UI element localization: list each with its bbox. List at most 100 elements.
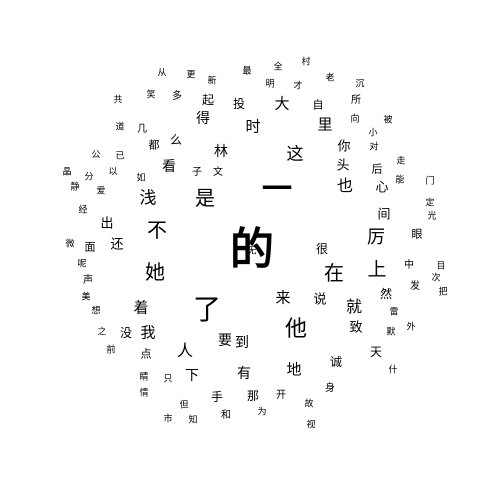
cloud-word: 视	[306, 420, 316, 431]
cloud-word: 了	[192, 293, 222, 326]
cloud-word: 后	[371, 162, 383, 176]
cloud-word: 想	[91, 306, 101, 317]
cloud-word: 厉	[367, 227, 385, 248]
cloud-word: 不	[147, 218, 167, 242]
cloud-word: 最	[242, 66, 252, 77]
cloud-word: 身	[325, 383, 335, 394]
cloud-word: 都	[148, 138, 160, 152]
cloud-word: 已	[115, 151, 125, 162]
cloud-word: 静	[70, 182, 80, 193]
cloud-word: 他	[284, 317, 308, 342]
cloud-word: 所	[351, 95, 361, 106]
cloud-word: 被	[383, 115, 393, 126]
cloud-word: 光	[427, 211, 437, 222]
cloud-word: 能	[395, 175, 405, 186]
cloud-word: 来	[275, 288, 291, 307]
cloud-word: 文	[213, 167, 223, 178]
cloud-word: 分	[84, 172, 94, 183]
cloud-word: 晶	[62, 167, 72, 178]
cloud-word: 多	[172, 91, 182, 102]
cloud-word: 如	[136, 173, 146, 184]
cloud-word: 要	[218, 333, 232, 349]
cloud-word: 老	[325, 73, 335, 84]
cloud-word: 村	[301, 57, 311, 68]
cloud-word: 雷	[389, 307, 399, 318]
cloud-word: 新	[207, 76, 217, 87]
cloud-word: 人	[176, 341, 194, 360]
cloud-word: 笑	[146, 90, 156, 101]
cloud-word: 市	[163, 414, 173, 425]
cloud-word: 这	[286, 144, 304, 165]
cloud-word: 情	[139, 388, 149, 399]
cloud-word: 几	[137, 124, 147, 135]
cloud-word: 知	[188, 415, 198, 426]
cloud-word: 着	[133, 298, 149, 317]
cloud-word: 里	[317, 115, 333, 134]
cloud-word: 说	[313, 292, 327, 308]
cloud-word: 从	[157, 68, 167, 79]
cloud-word: 浅	[139, 188, 157, 209]
cloud-word: 目	[436, 261, 446, 272]
cloud-word: 诚	[329, 355, 343, 369]
cloud-word: 林	[214, 144, 228, 160]
cloud-word: 手	[210, 390, 224, 404]
cloud-word: 出	[100, 216, 114, 232]
cloud-word: 我	[140, 323, 156, 342]
cloud-word: 默	[386, 327, 396, 338]
cloud-word: 前	[106, 345, 116, 356]
cloud-word: 才	[293, 81, 303, 92]
cloud-word: 到	[235, 335, 249, 351]
cloud-word: 美	[81, 292, 91, 303]
cloud-word: 间	[377, 207, 391, 223]
cloud-word: 以	[108, 167, 118, 178]
cloud-word: 大	[274, 94, 290, 113]
cloud-word: 在	[324, 261, 344, 285]
cloud-word: 为	[257, 407, 267, 418]
cloud-word: 中	[404, 260, 414, 271]
cloud-word: 什	[388, 365, 398, 376]
cloud-word: 上	[367, 258, 387, 281]
cloud-word: 对	[369, 142, 379, 153]
cloud-word: 面	[84, 240, 96, 254]
cloud-word: 走	[396, 156, 406, 167]
cloud-word: 开	[276, 390, 286, 401]
cloud-word: 看	[162, 159, 176, 175]
cloud-word: 一	[262, 172, 292, 207]
cloud-word: 没	[119, 326, 133, 340]
cloud-word: 心	[375, 180, 389, 196]
cloud-word: 明	[265, 79, 275, 90]
cloud-word: 投	[232, 97, 246, 111]
cloud-word: 么	[169, 133, 183, 147]
cloud-word: 眼	[411, 227, 423, 241]
cloud-word: 还	[110, 237, 124, 253]
cloud-word: 外	[406, 322, 416, 333]
cloud-word: 更	[186, 70, 196, 81]
cloud-word: 然	[379, 287, 393, 301]
cloud-word: 声	[83, 275, 93, 286]
cloud-word: 天	[369, 345, 383, 359]
cloud-word: 有	[237, 366, 251, 382]
cloud-word: 你	[337, 139, 351, 155]
cloud-word: 之	[97, 327, 107, 338]
cloud-word: 无	[247, 246, 257, 257]
cloud-word: 沉	[355, 79, 365, 90]
cloud-word: 下	[185, 368, 199, 384]
cloud-word: 头	[336, 158, 350, 174]
cloud-word: 也	[336, 176, 354, 195]
cloud-word: 门	[425, 176, 435, 187]
cloud-word: 但	[179, 400, 189, 411]
cloud-word: 只	[163, 374, 173, 385]
cloud-word: 和	[221, 410, 231, 421]
cloud-word: 公	[91, 150, 101, 161]
cloud-word: 自	[312, 98, 324, 112]
cloud-word: 把	[438, 287, 448, 298]
cloud-word: 就	[345, 297, 363, 316]
cloud-word: 全	[273, 62, 283, 73]
cloud-word: 的	[230, 224, 274, 275]
cloud-word: 睛	[139, 372, 149, 383]
cloud-word: 致	[349, 320, 363, 336]
cloud-word: 向	[350, 114, 360, 125]
cloud-word: 道	[115, 122, 125, 133]
cloud-word: 爱	[96, 186, 106, 197]
